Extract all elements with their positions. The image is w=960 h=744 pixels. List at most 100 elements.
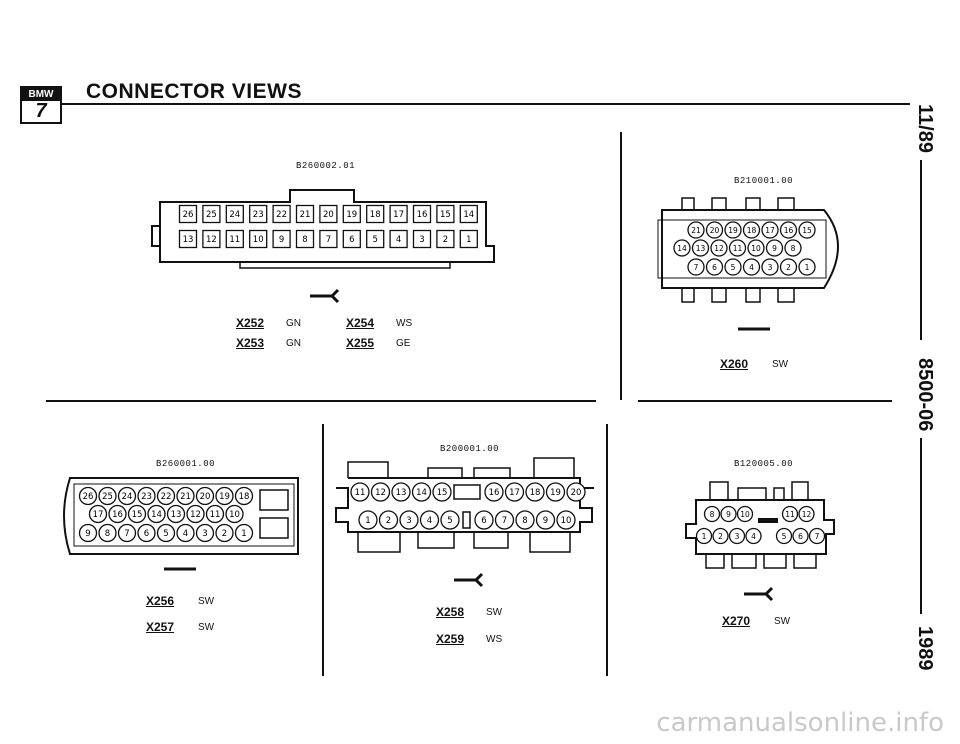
divider-top-vertical xyxy=(620,132,622,400)
pin-number: 25 xyxy=(206,210,217,220)
pin-number: 21 xyxy=(691,226,701,235)
pin-number: 10 xyxy=(561,516,572,526)
pin-number: 15 xyxy=(132,510,143,520)
connector-pin xyxy=(411,482,432,502)
pin-number: 10 xyxy=(751,244,761,253)
connector-pin xyxy=(724,221,742,239)
pin-number: 4 xyxy=(427,516,432,526)
connector-pin xyxy=(459,204,478,224)
pin-number: 10 xyxy=(740,510,750,519)
pin-number: 8 xyxy=(522,516,527,526)
connector-pin xyxy=(202,204,221,224)
pin-number: 7 xyxy=(326,235,331,245)
connector-pin xyxy=(342,204,361,224)
connector-pin xyxy=(156,523,176,543)
connector-pin xyxy=(695,527,713,545)
connector-label-x252: X252 xyxy=(236,316,265,330)
pin-number: 1 xyxy=(702,532,707,541)
connector-pin xyxy=(556,510,576,530)
pin-number: 18 xyxy=(370,210,381,220)
connector-pin xyxy=(98,486,117,506)
connector-label-x259: X259 xyxy=(436,632,465,646)
connector-pin xyxy=(176,486,195,506)
connector-color-x252: GN xyxy=(286,318,301,329)
pin-number: 2 xyxy=(386,516,391,526)
connector-pin xyxy=(535,510,556,530)
connector-pin xyxy=(765,239,784,257)
side-year: 1989 xyxy=(914,626,936,671)
pin-number: 3 xyxy=(419,235,424,245)
connector-pin xyxy=(147,504,166,524)
pin-number: 5 xyxy=(163,529,168,539)
connector-pin xyxy=(249,204,268,224)
connector-pin xyxy=(176,523,195,543)
pin-number: 9 xyxy=(543,516,548,526)
pin-number: 8 xyxy=(105,529,110,539)
pin-number: 19 xyxy=(728,226,738,235)
connector-pin xyxy=(673,239,691,257)
pin-number: 5 xyxy=(782,532,787,541)
connector-pin xyxy=(761,221,779,239)
connector-pin xyxy=(166,504,186,524)
connector-pin xyxy=(389,229,408,249)
pin-number: 7 xyxy=(502,516,507,526)
connector-pin xyxy=(705,258,724,276)
connector-pin xyxy=(736,505,754,523)
pin-number: 13 xyxy=(696,244,706,253)
pin-number: 4 xyxy=(751,532,756,541)
connector-pin xyxy=(440,510,460,530)
connector-pin xyxy=(504,482,525,502)
watermark: carmanualsonline.info xyxy=(656,708,944,738)
connector-pin xyxy=(234,523,254,543)
connector-pin xyxy=(272,229,291,249)
pin-number: 18 xyxy=(747,226,757,235)
pin-number: 13 xyxy=(396,488,407,498)
view-arrow-icon xyxy=(454,572,484,588)
pin-number: 9 xyxy=(85,529,90,539)
connector-pin xyxy=(728,239,747,257)
connector-label-x257: X257 xyxy=(146,620,175,634)
connector-pin xyxy=(792,527,809,545)
pin-number: 18 xyxy=(239,492,250,502)
pin-number: 17 xyxy=(509,488,520,498)
pin-number: 6 xyxy=(798,532,803,541)
pin-number: 13 xyxy=(183,235,194,245)
pin-number: 9 xyxy=(772,244,777,253)
pin-number: 23 xyxy=(253,210,264,220)
connector-pin xyxy=(195,523,215,543)
pin-number: 14 xyxy=(416,488,427,498)
side-rule-2 xyxy=(920,438,922,614)
pin-number: 22 xyxy=(276,210,287,220)
connector-color-x255: GE xyxy=(396,338,411,349)
pin-number: 2 xyxy=(222,529,227,539)
pin-number: 20 xyxy=(323,210,334,220)
connector-pin xyxy=(88,504,108,524)
connector-pin xyxy=(225,504,244,524)
connector-pin xyxy=(205,504,225,524)
pin-number: 6 xyxy=(144,529,149,539)
pin-number: 19 xyxy=(219,492,230,502)
pin-number: 19 xyxy=(346,210,357,220)
connector-label-x270: X270 xyxy=(722,614,751,628)
pin-number: 1 xyxy=(365,516,370,526)
pin-number: 3 xyxy=(768,263,773,272)
connector-pin xyxy=(781,505,799,523)
connector-pin xyxy=(784,239,802,257)
pin-number: 22 xyxy=(161,492,172,502)
connector-color-x270: SW xyxy=(774,616,791,627)
side-date: 11/89 xyxy=(914,104,936,153)
connector-pin xyxy=(745,527,762,545)
connector-pin xyxy=(127,504,147,524)
connector-color-x258: SW xyxy=(486,607,503,618)
pin-number: 5 xyxy=(372,235,377,245)
pin-number: 17 xyxy=(765,226,775,235)
pin-number: 13 xyxy=(171,510,182,520)
pin-number: 11 xyxy=(355,488,366,498)
connector-pin xyxy=(705,221,724,239)
pin-number: 20 xyxy=(710,226,720,235)
connector-pin xyxy=(319,229,338,249)
connector-pin xyxy=(137,523,156,543)
connector-color-x257: SW xyxy=(198,622,215,633)
